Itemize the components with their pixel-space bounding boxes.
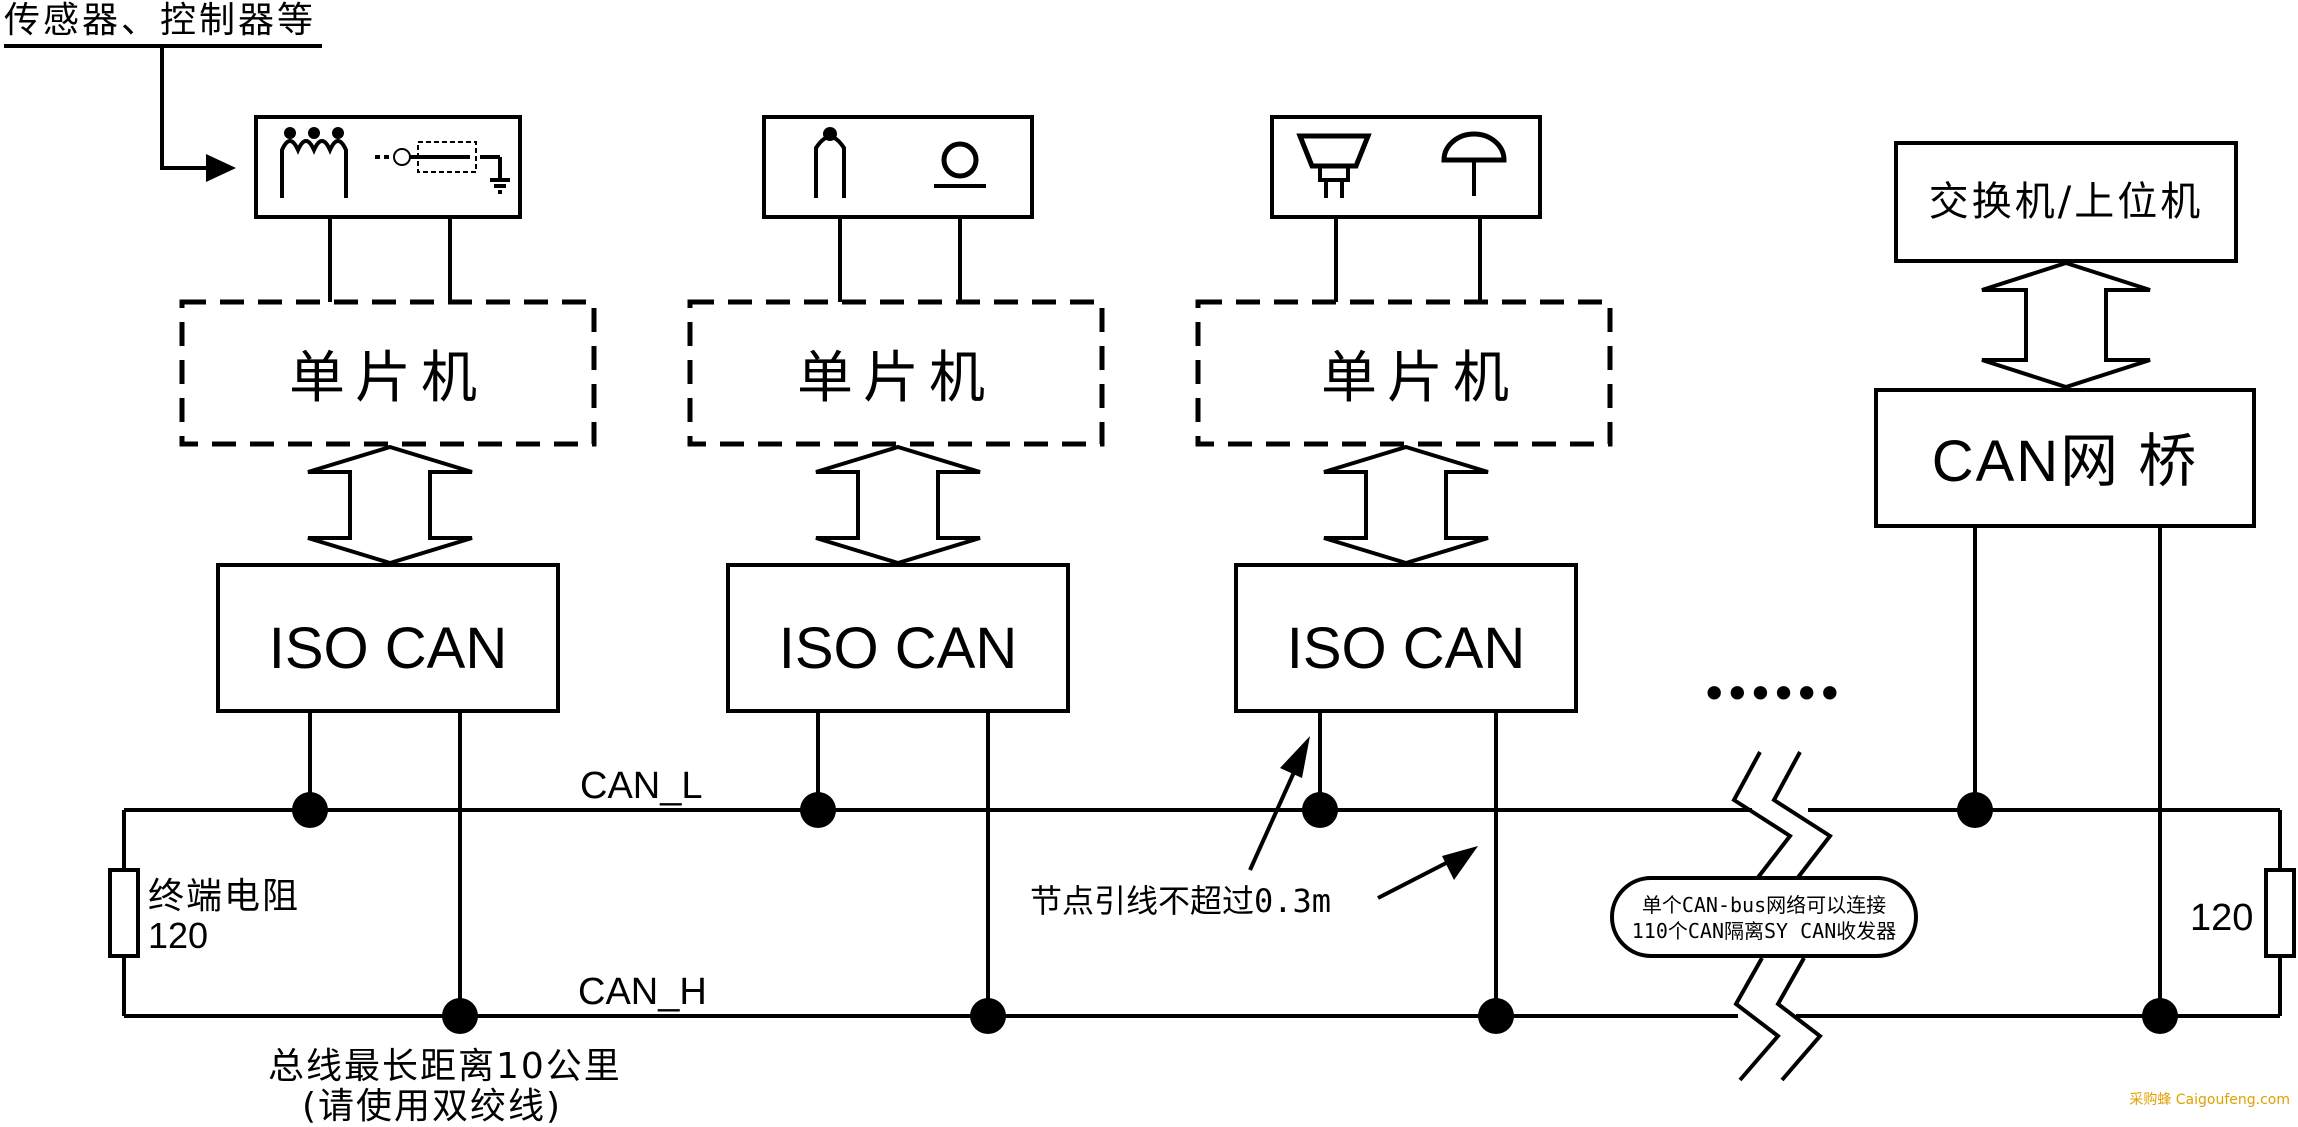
mcu-box-1 [179,299,597,447]
can-l-label: CAN_L [580,765,703,807]
junction-dot [442,998,478,1034]
terminator-right: 120 [2190,810,2296,1016]
can-bridge-label: CAN网 桥 [1932,429,2199,494]
junction-dot [2142,998,2178,1034]
node-1: 单片机 ISO CAN [179,115,597,1016]
break-symbol-top [1731,751,1833,882]
inductor-sensor-icon [280,127,348,198]
mcu-label-3: 单片机 [1321,346,1519,411]
junction-dot [1302,792,1338,828]
speaker-icon [1296,133,1372,198]
terminator-right-value: 120 [2190,897,2253,939]
junction-dot [1478,998,1514,1034]
watermark: 采购蜂 Caigoufeng.com [2129,1092,2290,1108]
iso-can-box-2 [726,563,1070,713]
iso-can-box-3 [1234,563,1578,713]
mcu-box-3 [1195,299,1613,447]
double-arrow-gateway [1981,260,2151,390]
double-arrow-1 [307,444,473,566]
dome-lamp-icon [1441,131,1507,196]
antenna-icon [814,127,846,198]
junction-dot [1957,792,1993,828]
double-arrow-3 [1323,444,1489,566]
junction-dot [292,792,328,828]
capacity-note-line-2: 110个CAN隔离SY CAN收发器 [1632,919,1897,943]
stub-note-text: 节点引线不超过0.3m [1030,882,1331,920]
mcu-label-1: 单片机 [289,346,487,411]
header-label: 传感器、控制器等 [4,0,316,41]
can-bridge-box [1874,388,2256,528]
bus-length-line-2: (请使用双绞线) [302,1086,562,1127]
break-symbol-bottom [1733,957,1823,1082]
bus: CAN_L CAN_H •••••• [124,667,2280,1082]
junction-dot [800,792,836,828]
ring-sensor-icon [934,141,986,188]
host-label: 交换机/上位机 [1929,179,2203,225]
header-arrow-line [160,46,210,170]
host-box [1894,141,2238,263]
more-nodes-ellipsis: •••••• [1701,667,1840,721]
device-box-2 [762,115,1034,219]
node-3: 单片机 ISO CAN [1195,115,1613,1016]
terminator-left: 终端电阻 120 [108,810,300,1016]
double-arrow-2 [815,444,981,566]
stub-length-note: 节点引线不超过0.3m [1030,736,1478,920]
switch-schematic-icon [375,141,510,194]
junction-dot [970,998,1006,1034]
iso-can-box-1 [216,563,560,713]
iso-can-label-2: ISO CAN [779,616,1018,681]
terminator-left-value: 120 [148,915,208,956]
mcu-box-2 [687,299,1105,447]
gateway: 交换机/上位机 CAN网 桥 [1874,141,2256,1016]
capacity-note: 单个CAN-bus网络可以连接 110个CAN隔离SY CAN收发器 [1610,876,1918,958]
iso-can-label-3: ISO CAN [1287,616,1526,681]
terminator-left-label: 终端电阻 [148,876,300,917]
capacity-note-line-1: 单个CAN-bus网络可以连接 [1642,893,1886,917]
node-2: 单片机 ISO CAN [687,115,1105,1016]
iso-can-label-1: ISO CAN [269,616,508,681]
mcu-label-2: 单片机 [797,346,995,411]
bus-length-line-1: 总线最长距离10公里 [268,1046,622,1087]
header-arrowhead [206,154,236,182]
can-h-label: CAN_H [578,971,707,1013]
bus-length-note: 总线最长距离10公里 (请使用双绞线) [268,1046,622,1127]
